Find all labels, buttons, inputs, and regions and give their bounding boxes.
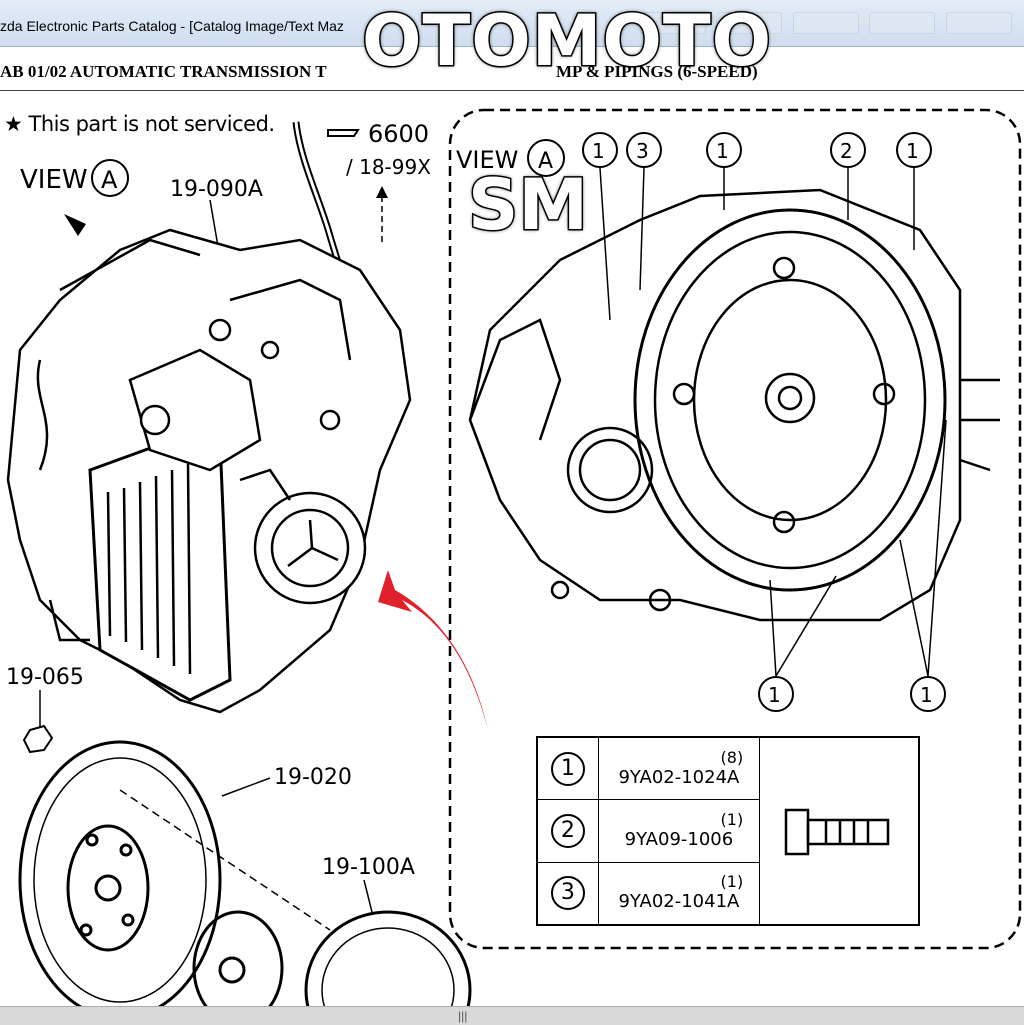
flex-plate xyxy=(18,740,222,1020)
taskbar-tab[interactable] xyxy=(869,12,936,34)
row-quantity: (1) xyxy=(720,809,744,829)
diagram-title: AB 01/02 AUTOMATIC TRANSMISSION T xyxy=(0,62,327,81)
row-number: 2 xyxy=(550,813,585,848)
torque-converter xyxy=(192,910,472,1024)
row-number: 3 xyxy=(550,876,585,911)
taskbar-tabs xyxy=(640,12,1018,40)
table-row[interactable]: 1 (8) 9YA02-1024A xyxy=(536,736,920,926)
view-label-right: VIEW xyxy=(456,146,518,174)
window-title-bar: zda Electronic Parts Catalog - [Catalog … xyxy=(0,0,1024,47)
view-letter-right: A xyxy=(538,149,553,174)
row-part-number[interactable]: 9YA02-1024A xyxy=(618,766,740,788)
hand-pointer-icon xyxy=(327,129,360,137)
row-part-number[interactable]: 9YA09-1006 xyxy=(624,828,734,850)
callouts xyxy=(582,132,946,712)
not-serviced-note: ★ This part is not serviced. xyxy=(4,112,275,136)
taskbar-tab[interactable] xyxy=(945,12,1012,34)
bolt-image-cell xyxy=(759,736,920,926)
diagram-title-suffix: MP & PIPINGS (6-SPEED) xyxy=(556,62,758,81)
status-bar: ||| xyxy=(0,1006,1024,1025)
callout-2: 2 xyxy=(840,139,853,163)
row-part-number[interactable]: 9YA02-1041A xyxy=(618,891,740,913)
row-quantity: (1) xyxy=(720,872,744,892)
part-label-19-020[interactable]: 19-020 xyxy=(274,765,352,790)
callout-1: 1 xyxy=(768,683,781,707)
nut-icon xyxy=(22,724,54,754)
callout-1: 1 xyxy=(920,683,933,707)
transmission-front-view xyxy=(468,188,1000,622)
view-direction-arrow xyxy=(64,214,86,236)
view-circle xyxy=(91,159,129,197)
callout-1: 1 xyxy=(716,139,729,163)
brand-watermark: OTOMOTO xyxy=(360,0,773,84)
callout-1: 1 xyxy=(592,139,605,163)
row-quantity: (8) xyxy=(720,747,744,767)
transmission-left-view xyxy=(6,228,412,714)
ref-code: 6600 xyxy=(368,120,429,148)
view-label: VIEW xyxy=(20,165,88,195)
callout-1: 1 xyxy=(906,139,919,163)
part-label-19-090A[interactable]: 19-090A xyxy=(170,177,263,202)
taskbar-tab[interactable] xyxy=(716,12,783,34)
diagram-title-bar: AB 01/02 AUTOMATIC TRANSMISSION T MP & P… xyxy=(0,54,1024,91)
part-label-19-100A[interactable]: 19-100A xyxy=(322,855,415,880)
parts-table: 1 (8) 9YA02-1024A 2 (1) 9YA09-1006 3 (1)… xyxy=(536,736,920,926)
table-row[interactable]: 3 (1) 9YA02-1041A xyxy=(536,861,919,926)
part-label-19-065[interactable]: 19-065 xyxy=(6,665,84,690)
view-letter: A xyxy=(101,166,118,194)
sm-watermark: SM xyxy=(466,163,589,248)
taskbar-tab[interactable] xyxy=(640,12,706,34)
callout-3: 3 xyxy=(636,139,649,163)
row-number: 1 xyxy=(550,751,585,786)
window-title: zda Electronic Parts Catalog - [Catalog … xyxy=(0,18,344,34)
ref-sub-code: / 18-99X xyxy=(346,155,431,179)
taskbar-tab[interactable] xyxy=(792,12,859,34)
red-highlight-arrow xyxy=(378,570,488,730)
table-row[interactable]: 2 (1) 9YA09-1006 xyxy=(536,799,919,863)
resize-grip-icon[interactable]: ||| xyxy=(458,1009,468,1023)
